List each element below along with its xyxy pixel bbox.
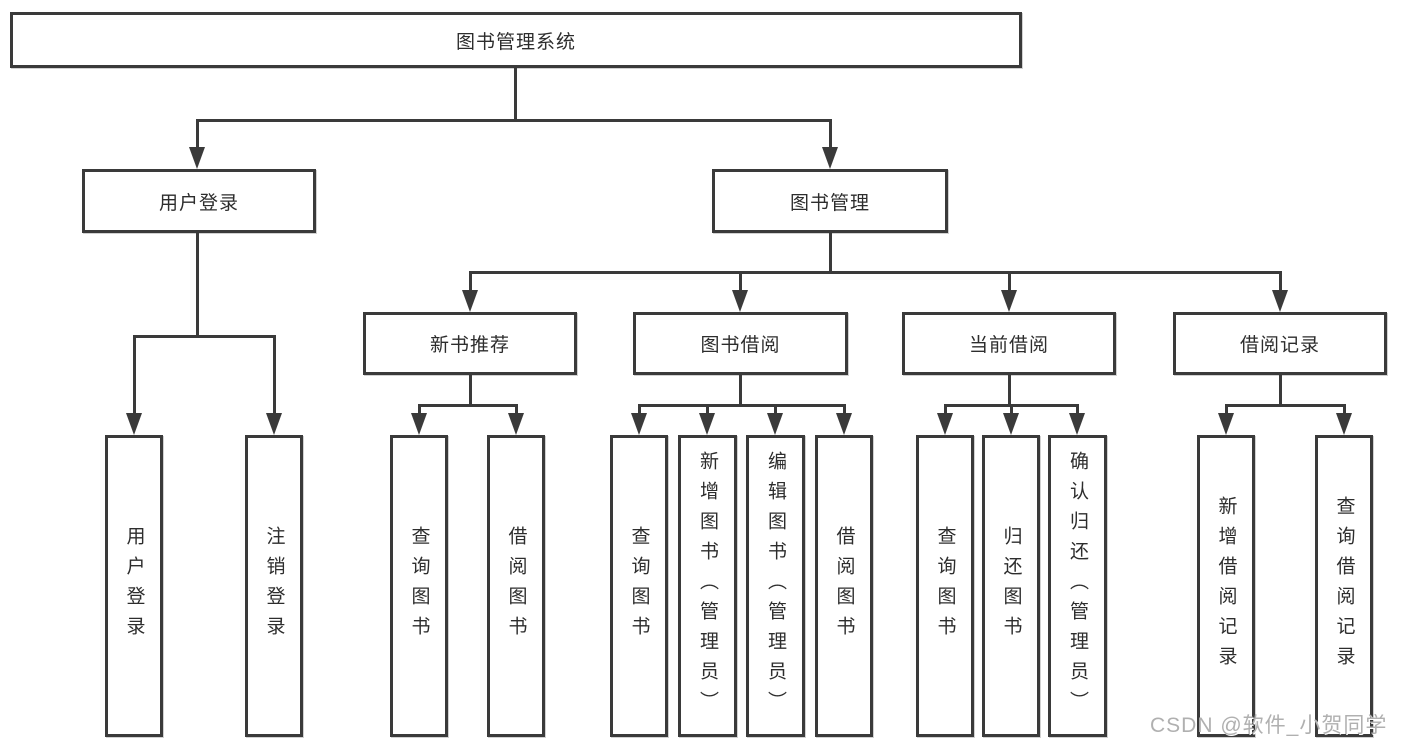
arrow-down-icon bbox=[1003, 413, 1019, 435]
connector-drop bbox=[1008, 273, 1011, 292]
leaf-confirm-return-admin: 确认归还（管理员） bbox=[1048, 435, 1107, 737]
leaf-label: 查询图书 bbox=[408, 526, 430, 646]
leaf-label: 归还图书 bbox=[1000, 526, 1022, 646]
connector-drop bbox=[774, 405, 777, 415]
connector-drop bbox=[1225, 405, 1228, 415]
leaf-label: 借阅图书 bbox=[505, 526, 527, 646]
arrow-down-icon bbox=[126, 413, 142, 435]
arrow-down-icon bbox=[767, 413, 783, 435]
arrow-down-icon bbox=[462, 290, 478, 312]
connector-level2-rail bbox=[196, 119, 832, 122]
node-book-borrowing: 图书借阅 bbox=[633, 312, 848, 375]
connector-level3-rail bbox=[469, 271, 1282, 274]
connector-user-login-stub bbox=[196, 233, 199, 336]
leaf-borrow-books: 借阅图书 bbox=[815, 435, 873, 737]
node-book-management: 图书管理 bbox=[712, 169, 948, 233]
connector-drop bbox=[1010, 405, 1013, 415]
leaf-query-books-current: 查询图书 bbox=[916, 435, 974, 737]
connector-drop bbox=[1343, 405, 1346, 415]
connector-drop bbox=[1279, 273, 1282, 292]
leaf-user-login: 用户登录 bbox=[105, 435, 163, 737]
leaf-add-borrow-record: 新增借阅记录 bbox=[1197, 435, 1255, 737]
connector-drop bbox=[829, 120, 832, 150]
leaf-label: 查询图书 bbox=[628, 526, 650, 646]
connector-root-stub bbox=[514, 68, 517, 120]
connector-drop bbox=[133, 336, 136, 415]
leaf-query-books-borrowing: 查询图书 bbox=[610, 435, 668, 737]
leaf-label: 编辑图书（管理员） bbox=[765, 451, 786, 721]
connector-user-login-rail bbox=[133, 335, 276, 338]
arrow-down-icon bbox=[699, 413, 715, 435]
connector-drop bbox=[469, 273, 472, 292]
node-borrowing-records: 借阅记录 bbox=[1173, 312, 1387, 375]
leaf-label: 查询图书 bbox=[934, 526, 956, 646]
connector-current-borrowing-stub bbox=[1008, 375, 1011, 406]
connector-drop bbox=[944, 405, 947, 415]
connector-drop bbox=[843, 405, 846, 415]
leaf-label: 查询借阅记录 bbox=[1333, 496, 1355, 676]
leaf-query-books-recommend: 查询图书 bbox=[390, 435, 448, 737]
leaf-label: 借阅图书 bbox=[833, 526, 855, 646]
connector-drop bbox=[706, 405, 709, 415]
arrow-down-icon bbox=[1218, 413, 1234, 435]
connector-drop bbox=[273, 336, 276, 415]
leaf-label: 确认归还（管理员） bbox=[1067, 451, 1088, 721]
connector-drop bbox=[739, 273, 742, 292]
node-new-book-recommend: 新书推荐 bbox=[363, 312, 577, 375]
arrow-down-icon bbox=[189, 147, 205, 169]
leaf-add-books-admin: 新增图书（管理员） bbox=[678, 435, 737, 737]
arrow-down-icon bbox=[732, 290, 748, 312]
connector-drop bbox=[638, 405, 641, 415]
arrow-down-icon bbox=[1336, 413, 1352, 435]
leaf-query-borrow-record: 查询借阅记录 bbox=[1315, 435, 1373, 737]
leaf-label: 新增图书（管理员） bbox=[697, 451, 718, 721]
node-user-login: 用户登录 bbox=[82, 169, 316, 233]
connector-book-borrowing-stub bbox=[739, 375, 742, 406]
connector-drop bbox=[196, 120, 199, 150]
connector-drop bbox=[1076, 405, 1079, 415]
connector-drop bbox=[515, 405, 518, 415]
arrow-down-icon bbox=[822, 147, 838, 169]
leaf-edit-books-admin: 编辑图书（管理员） bbox=[746, 435, 805, 737]
arrow-down-icon bbox=[266, 413, 282, 435]
connector-rail bbox=[1225, 404, 1346, 407]
arrow-down-icon bbox=[631, 413, 647, 435]
arrow-down-icon bbox=[411, 413, 427, 435]
connector-drop bbox=[418, 405, 421, 415]
leaf-logout: 注销登录 bbox=[245, 435, 303, 737]
csdn-watermark: CSDN @软件_小贺同学 bbox=[1150, 714, 1388, 737]
node-current-borrowing: 当前借阅 bbox=[902, 312, 1116, 375]
connector-rail bbox=[418, 404, 518, 407]
connector-rail bbox=[638, 404, 846, 407]
arrow-down-icon bbox=[836, 413, 852, 435]
arrow-down-icon bbox=[937, 413, 953, 435]
arrow-down-icon bbox=[1069, 413, 1085, 435]
leaf-label: 新增借阅记录 bbox=[1215, 496, 1237, 676]
arrow-down-icon bbox=[508, 413, 524, 435]
leaf-label: 注销登录 bbox=[263, 526, 285, 646]
connector-borrowing-records-stub bbox=[1279, 375, 1282, 406]
leaf-return-books: 归还图书 bbox=[982, 435, 1040, 737]
arrow-down-icon bbox=[1001, 290, 1017, 312]
connector-new-book-stub bbox=[469, 375, 472, 406]
leaf-label: 用户登录 bbox=[123, 526, 145, 646]
leaf-borrow-books-recommend: 借阅图书 bbox=[487, 435, 545, 737]
connector-book-management-stub bbox=[829, 233, 832, 273]
node-root: 图书管理系统 bbox=[10, 12, 1022, 68]
arrow-down-icon bbox=[1272, 290, 1288, 312]
